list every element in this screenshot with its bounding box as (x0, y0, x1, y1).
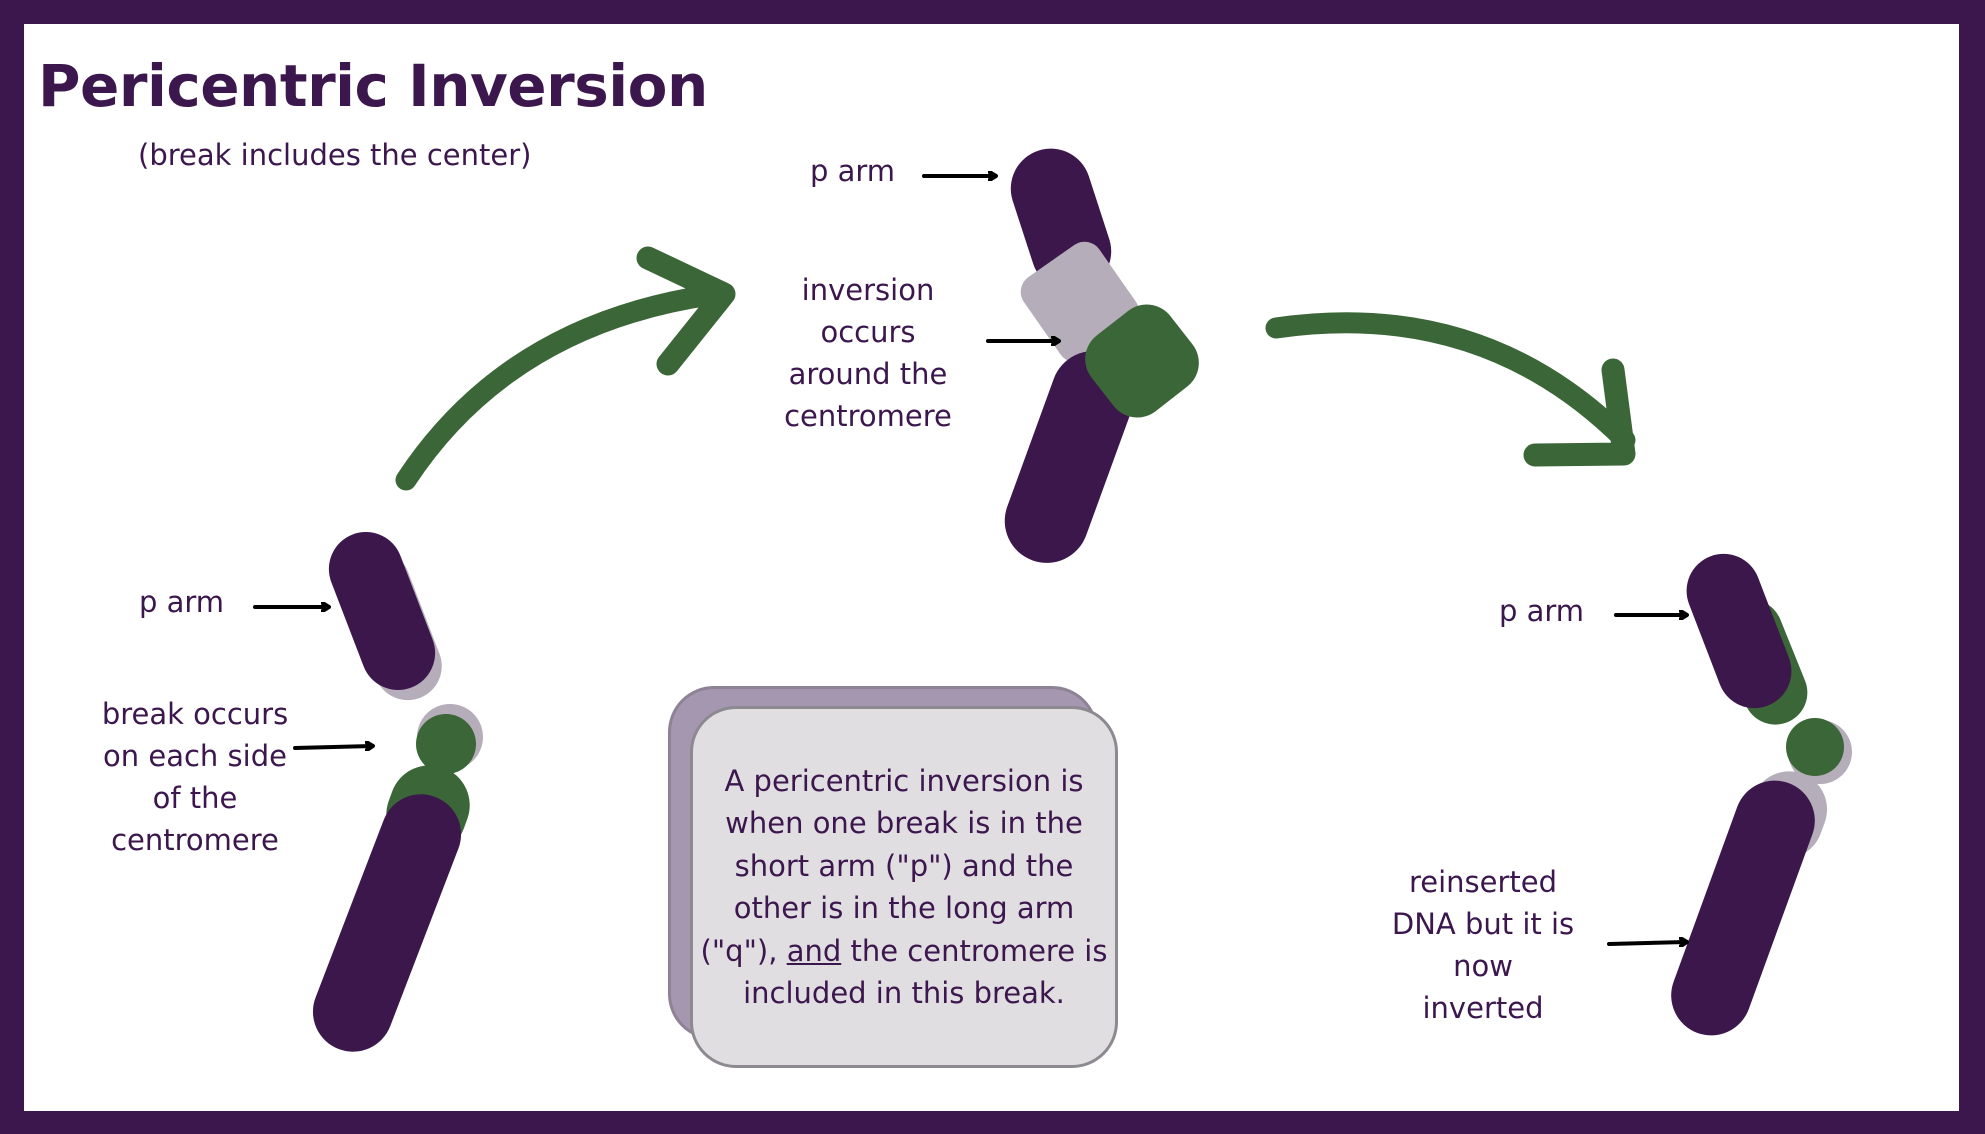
left-q-arm (312, 794, 462, 1052)
left-chromosome (312, 531, 483, 1052)
left-p-arm-label: p arm (139, 585, 225, 619)
right-chromosome (1671, 553, 1852, 1036)
note-text-part1: A pericentric inversion is when one brea… (700, 763, 1084, 968)
left-break-label: break occurs on each side of the centrom… (101, 697, 289, 857)
right-centromere (1786, 718, 1844, 776)
left-centromere (416, 714, 476, 774)
left-p-arm (328, 531, 436, 691)
bottom-border (0, 1111, 1985, 1134)
middle-chromosome (1004, 148, 1199, 563)
note-text-underlined: and (786, 933, 842, 968)
note-text: A pericentric inversion is when one brea… (694, 760, 1114, 1015)
left-break-pointer-arrow (293, 746, 372, 748)
note-text-part2: the centromere is included in this break… (743, 933, 1108, 1011)
middle-inversion-label: inversion occurs around the centromere (784, 273, 952, 433)
page-title: Pericentric Inversion (38, 52, 708, 120)
right-p-arm (1686, 553, 1792, 709)
right-reinserted-label: reinserted DNA but it is now inverted (1391, 865, 1575, 1025)
middle-q-arm (1004, 351, 1136, 563)
right-p-arm-label: p arm (1499, 594, 1585, 628)
note-card: A pericentric inversion is when one brea… (690, 706, 1118, 1068)
right-reinserted-pointer-arrow (1607, 942, 1686, 944)
flow-arrow-left (395, 246, 736, 491)
middle-centromere (1085, 304, 1199, 418)
flow-arrow-right (1265, 312, 1636, 467)
middle-p-arm-label: p arm (810, 154, 896, 188)
right-q-arm (1671, 780, 1815, 1036)
page-subtitle: (break includes the center) (138, 138, 532, 172)
